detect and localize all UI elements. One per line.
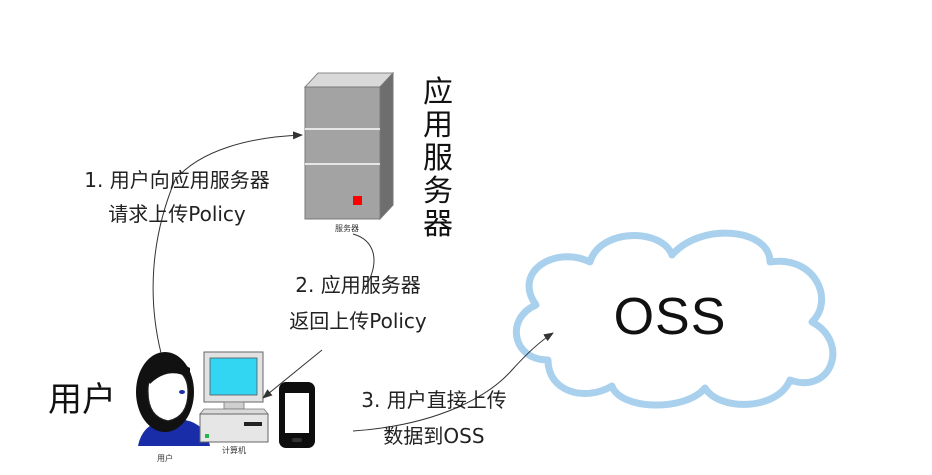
oss-label: OSS (613, 288, 727, 346)
upload-data-arrow (352, 332, 554, 432)
server-led (353, 196, 362, 205)
step-1-line-2: 请求上传Policy (108, 202, 246, 226)
user-avatar-icon (136, 352, 210, 446)
server-title-char: 服 (423, 141, 453, 176)
server-title-char: 用 (423, 108, 453, 143)
oss-cloud-icon (512, 229, 837, 409)
step-3-line-2: 数据到OSS (383, 424, 485, 448)
return-policy-line (352, 233, 375, 291)
step-2-line-1: 2. 应用服务器 (295, 273, 421, 297)
step-3-line-1: 3. 用户直接上传 (361, 388, 507, 412)
phone-icon (279, 382, 315, 448)
server-title-char: 应 (423, 75, 453, 110)
server-icon (303, 71, 395, 221)
computer-caption: 计算机 (222, 446, 246, 455)
user-caption: 用户 (157, 454, 173, 463)
user-title: 用户 (48, 380, 116, 420)
computer-icon (199, 351, 269, 443)
step-1-line-1: 1. 用户向应用服务器 (84, 168, 270, 192)
server-title: 应 用 服 务 器 (421, 76, 455, 241)
request-policy-arrow (152, 131, 303, 354)
server-title-char: 器 (423, 207, 453, 242)
server-title-char: 务 (423, 174, 453, 209)
return-policy-arrow (262, 349, 323, 399)
server-caption: 服务器 (335, 224, 359, 233)
step-2-line-2: 返回上传Policy (289, 309, 427, 333)
